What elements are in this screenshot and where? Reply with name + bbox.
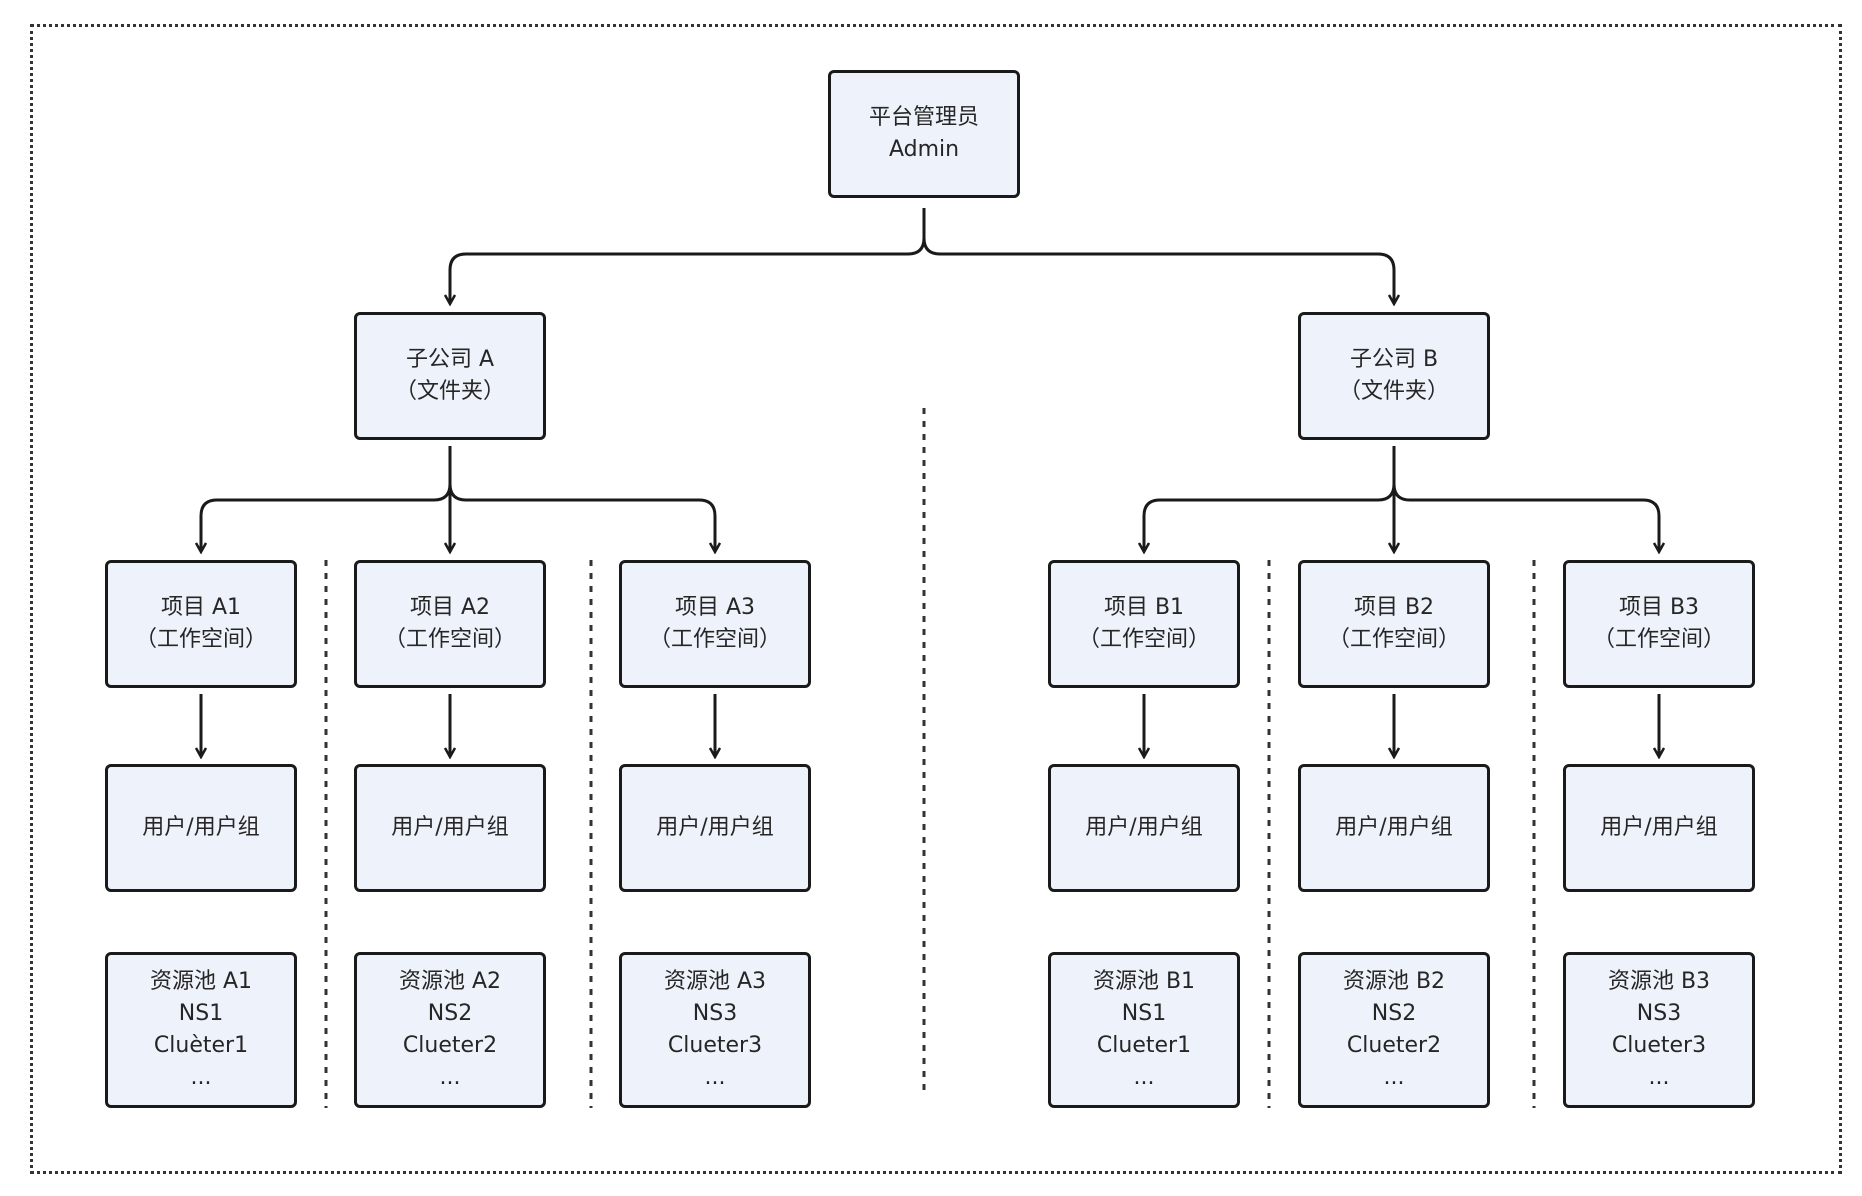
- pool-name: 资源池 B2: [1342, 969, 1446, 994]
- pool-cluster: Clueter3: [1611, 1033, 1707, 1058]
- node-title: 项目 B1: [1103, 595, 1185, 620]
- resource-pool-a2-node: 资源池 A2 NS2 Clueter2 ...: [354, 952, 546, 1108]
- node-title: 子公司 A: [405, 347, 495, 372]
- root-admin-node: 平台管理员 Admin: [828, 70, 1020, 198]
- node-title: 项目 B2: [1353, 595, 1435, 620]
- node-title: 用户/用户组: [142, 815, 260, 840]
- pool-namespace: NS1: [1121, 1001, 1167, 1026]
- pool-ellipsis: ...: [439, 1065, 461, 1090]
- project-a3-node: 项目 A3 （工作空间）: [619, 560, 811, 688]
- node-subtitle: （工作空间）: [383, 627, 516, 652]
- node-subtitle: Admin: [888, 137, 960, 162]
- pool-name: 资源池 B1: [1092, 969, 1196, 994]
- pool-ellipsis: ...: [1648, 1065, 1670, 1090]
- node-title: 项目 A3: [674, 595, 756, 620]
- pool-cluster: Cluèter1: [153, 1033, 249, 1058]
- node-subtitle: （工作空间）: [1327, 627, 1460, 652]
- edge-subsidiary-a-to-project-a1: [201, 446, 452, 552]
- pool-name: 资源池 A3: [663, 969, 767, 994]
- project-a2-node: 项目 A2 （工作空间）: [354, 560, 546, 688]
- node-subtitle: （文件夹）: [394, 379, 505, 404]
- project-b1-node: 项目 B1 （工作空间）: [1048, 560, 1240, 688]
- node-title: 项目 B3: [1618, 595, 1700, 620]
- users-a1-node: 用户/用户组: [105, 764, 297, 892]
- edge-subsidiary-a-to-project-a3: [448, 446, 715, 552]
- pool-name: 资源池 A2: [398, 969, 502, 994]
- node-subtitle: （工作空间）: [1592, 627, 1725, 652]
- edge-subsidiary-b-to-project-b1: [1144, 446, 1396, 552]
- edge-root-to-subsidiary-a: [450, 208, 926, 304]
- pool-ellipsis: ...: [1383, 1065, 1405, 1090]
- users-b1-node: 用户/用户组: [1048, 764, 1240, 892]
- pool-namespace: NS1: [178, 1001, 224, 1026]
- node-title: 项目 A2: [409, 595, 491, 620]
- pool-cluster: Clueter1: [1096, 1033, 1192, 1058]
- node-subtitle: （工作空间）: [1077, 627, 1210, 652]
- edge-root-to-subsidiary-b: [922, 208, 1394, 304]
- node-title: 用户/用户组: [1085, 815, 1203, 840]
- outer-dotted-frame: [30, 24, 1842, 1174]
- node-title: 用户/用户组: [391, 815, 509, 840]
- users-a2-node: 用户/用户组: [354, 764, 546, 892]
- resource-pool-a1-node: 资源池 A1 NS1 Cluèter1 ...: [105, 952, 297, 1108]
- project-b2-node: 项目 B2 （工作空间）: [1298, 560, 1490, 688]
- node-title: 项目 A1: [160, 595, 242, 620]
- edge-subsidiary-b-to-project-b3: [1392, 446, 1659, 552]
- resource-pool-b3-node: 资源池 B3 NS3 Clueter3 ...: [1563, 952, 1755, 1108]
- node-subtitle: （工作空间）: [134, 627, 267, 652]
- pool-cluster: Clueter3: [667, 1033, 763, 1058]
- pool-namespace: NS2: [427, 1001, 473, 1026]
- node-title: 用户/用户组: [1335, 815, 1453, 840]
- pool-ellipsis: ...: [704, 1065, 726, 1090]
- pool-name: 资源池 B3: [1607, 969, 1711, 994]
- pool-cluster: Clueter2: [1346, 1033, 1442, 1058]
- node-title: 用户/用户组: [656, 815, 774, 840]
- project-b3-node: 项目 B3 （工作空间）: [1563, 560, 1755, 688]
- node-title: 用户/用户组: [1600, 815, 1718, 840]
- pool-namespace: NS2: [1371, 1001, 1417, 1026]
- resource-pool-a3-node: 资源池 A3 NS3 Clueter3 ...: [619, 952, 811, 1108]
- pool-ellipsis: ...: [1133, 1065, 1155, 1090]
- node-subtitle: （工作空间）: [648, 627, 781, 652]
- users-a3-node: 用户/用户组: [619, 764, 811, 892]
- pool-namespace: NS3: [692, 1001, 738, 1026]
- node-title: 子公司 B: [1349, 347, 1439, 372]
- node-title: 平台管理员: [868, 105, 979, 130]
- pool-name: 资源池 A1: [149, 969, 253, 994]
- subsidiary-b-node: 子公司 B （文件夹）: [1298, 312, 1490, 440]
- resource-pool-b2-node: 资源池 B2 NS2 Clueter2 ...: [1298, 952, 1490, 1108]
- users-b3-node: 用户/用户组: [1563, 764, 1755, 892]
- resource-pool-b1-node: 资源池 B1 NS1 Clueter1 ...: [1048, 952, 1240, 1108]
- node-subtitle: （文件夹）: [1338, 379, 1449, 404]
- subsidiary-a-node: 子公司 A （文件夹）: [354, 312, 546, 440]
- pool-namespace: NS3: [1636, 1001, 1682, 1026]
- pool-cluster: Clueter2: [402, 1033, 498, 1058]
- pool-ellipsis: ...: [190, 1065, 212, 1090]
- users-b2-node: 用户/用户组: [1298, 764, 1490, 892]
- project-a1-node: 项目 A1 （工作空间）: [105, 560, 297, 688]
